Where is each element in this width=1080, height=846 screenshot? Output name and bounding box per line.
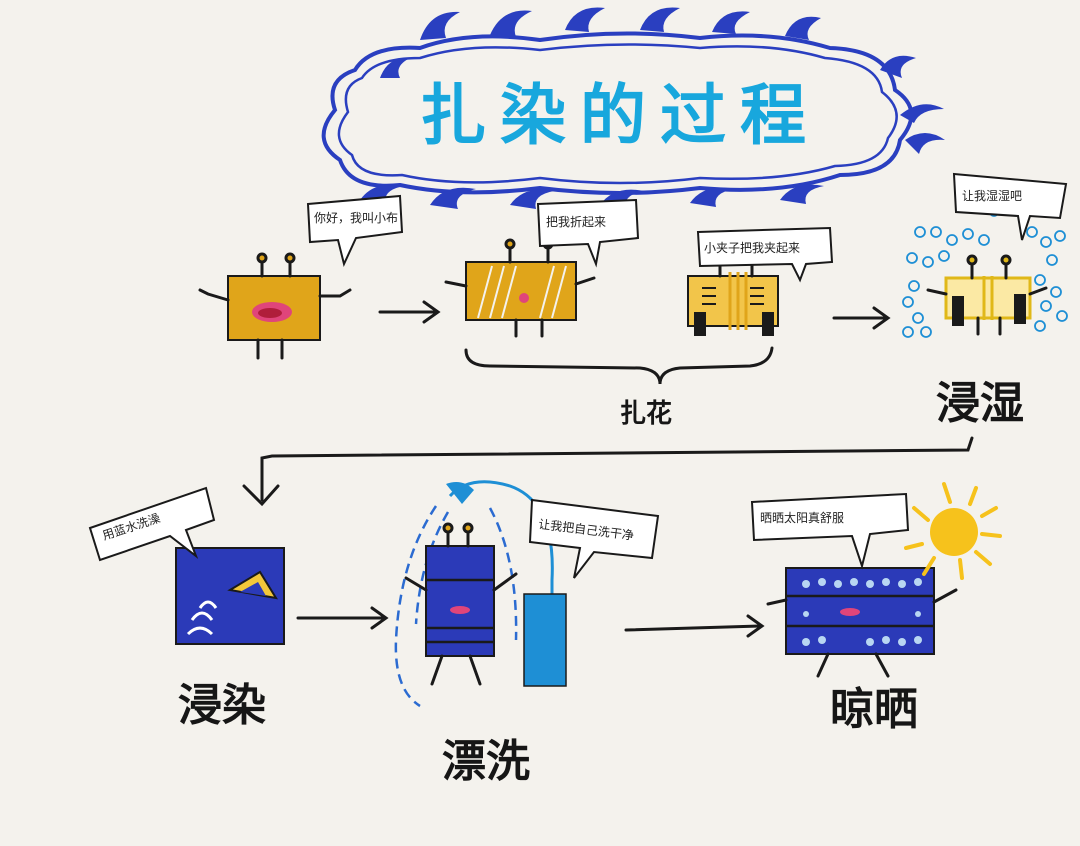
speech-bubble-sun: 晒晒太阳真舒服 <box>750 492 910 570</box>
speech-text-tie: 小夹子把我夹起来 <box>704 241 800 255</box>
title-cloud-outline <box>321 31 914 195</box>
arrow-2 <box>832 306 891 330</box>
speech-bubble-wet: 让我湿湿吧 <box>952 172 1068 241</box>
cloth-character-hello <box>198 252 352 360</box>
step-label-soak: 浸湿 <box>936 378 1024 429</box>
speech-text-fold: 把我折起来 <box>546 214 606 229</box>
arrow-return <box>242 436 974 507</box>
cloth-character-wet <box>902 207 1068 338</box>
arrow-3 <box>296 606 389 630</box>
speech-bubble-tie: 小夹子把我夹起来 <box>696 226 834 283</box>
step-label-rinse: 漂洗 <box>442 736 530 787</box>
sun-icon <box>904 482 1002 580</box>
speech-text-hello: 你好，我叫小布 <box>314 211 398 225</box>
title-banner: 扎染的过程 <box>321 7 945 209</box>
arrow-1 <box>378 300 441 324</box>
speech-bubble-fold: 把我折起来 <box>536 198 640 268</box>
speech-text-wet: 让我湿湿吧 <box>962 188 1022 203</box>
speech-bubble-rinse: 让我把自己洗干净 <box>528 498 660 579</box>
step-label-knot: 扎花 <box>620 399 672 429</box>
step-label-dry: 晾晒 <box>830 684 918 735</box>
speech-bubble-hello: 你好，我叫小布 <box>306 194 404 267</box>
cloth-character-dry <box>766 567 958 678</box>
knot-brace <box>464 346 774 385</box>
page-title: 扎染的过程 <box>420 77 820 154</box>
arrow-4 <box>624 614 765 638</box>
cloth-character-fold <box>444 238 596 338</box>
speech-text-sun: 晒晒太阳真舒服 <box>760 510 844 525</box>
title-waves-bottom <box>360 104 945 209</box>
step-label-dye: 浸染 <box>178 680 266 731</box>
cloth-character-rinse <box>394 480 567 708</box>
cloth-character-tie <box>687 252 779 336</box>
title-waves-top <box>380 7 916 78</box>
cloth-character-dye <box>175 547 285 645</box>
